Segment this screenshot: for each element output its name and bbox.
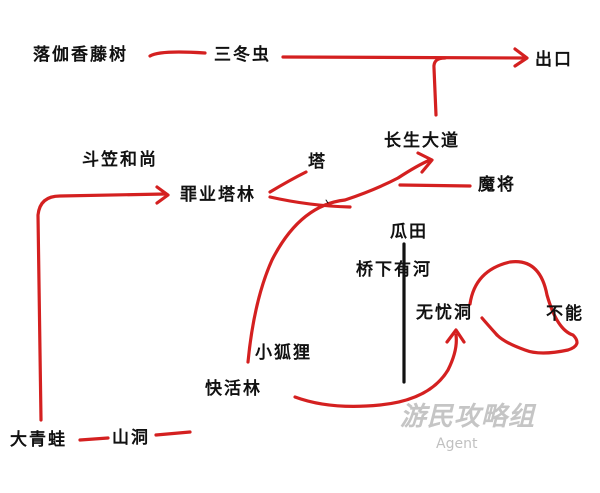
node-sandong-bug: 三冬虫 — [214, 45, 271, 65]
route-bug-to-exit — [281, 55, 527, 60]
route-forest-to-wuyou — [293, 333, 458, 408]
route-frog-to-forest — [36, 192, 167, 422]
node-bridge-river: 桥下有河 — [356, 260, 432, 280]
route-wuyou-loop-tail — [480, 316, 499, 337]
node-little-fox: 小狐狸 — [255, 343, 312, 363]
watermark: 游民攻略组 Agent — [400, 396, 560, 462]
node-kuaihuo-forest: 快活林 — [205, 379, 262, 399]
route-road-to-exit — [432, 56, 447, 117]
watermark-main: 游民攻略组 — [400, 402, 536, 432]
arrow-forest — [155, 185, 170, 205]
node-changsheng-road: 长生大道 — [384, 131, 460, 151]
arrow-exit — [513, 47, 529, 68]
node-doulie-monk: 斗笠和尚 — [82, 150, 158, 170]
node-luojia-tree: 落伽香藤树 — [33, 45, 128, 65]
node-exit: 出口 — [535, 50, 573, 70]
node-mountain-cave: 山洞 — [112, 428, 150, 448]
route-mojiang-branch — [398, 183, 472, 188]
node-melon-field: 瓜田 — [390, 222, 428, 242]
route-cave-tail — [154, 430, 192, 437]
route-tree-to-bug — [148, 50, 207, 58]
node-big-frog: 大青蛙 — [10, 430, 67, 450]
route-fox-to-road — [246, 158, 432, 364]
arrow-wuyou — [445, 328, 466, 344]
node-buneng: 不能 — [546, 304, 584, 324]
route-forest-to-junction — [268, 195, 352, 209]
node-zuiye-forest: 罪业塔林 — [180, 185, 256, 205]
tick-mark — [325, 199, 329, 204]
node-wuyou-cave: 无忧洞 — [416, 303, 473, 323]
node-tower: 塔 — [308, 152, 327, 172]
watermark-sub: Agent — [436, 436, 478, 452]
route-wuyou-loop — [468, 260, 579, 355]
arrow-road — [416, 151, 434, 174]
route-frog-to-cave — [78, 436, 110, 442]
route-forest-to-tower — [268, 170, 308, 194]
node-mo-jiang: 魔将 — [478, 175, 516, 195]
